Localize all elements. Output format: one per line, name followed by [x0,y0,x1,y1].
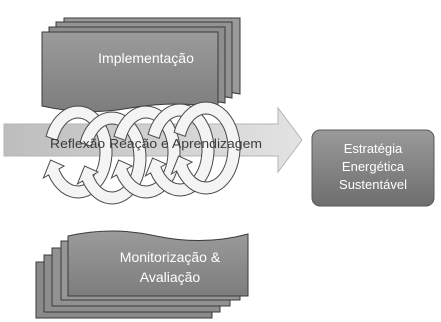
strategy-box: Estratégia Energética Sustentável [311,129,435,207]
cycle-swirl-arrows [42,101,241,205]
strategy-box-shape [311,129,435,207]
monitoring-label-line-1: Monitorização & [120,249,221,265]
implementation-doc-front [41,31,219,113]
monitoring-doc-front [67,230,249,297]
implementation-document-stack: Implementação [41,17,241,113]
strategy-label-line-2: Energética [342,159,405,174]
implementation-label: Implementação [98,50,194,66]
strategy-label-line-3: Sustentável [339,177,407,192]
strategy-label-line-1: Estratégia [344,141,403,156]
swirl-arrow-icon [170,101,241,195]
monitoring-document-stack: Monitorização & Avaliação [35,230,249,319]
reflection-arrow-label: Reflexão Reação e Aprendizagem [50,137,262,151]
monitoring-label-line-2: Avaliação [140,269,201,285]
